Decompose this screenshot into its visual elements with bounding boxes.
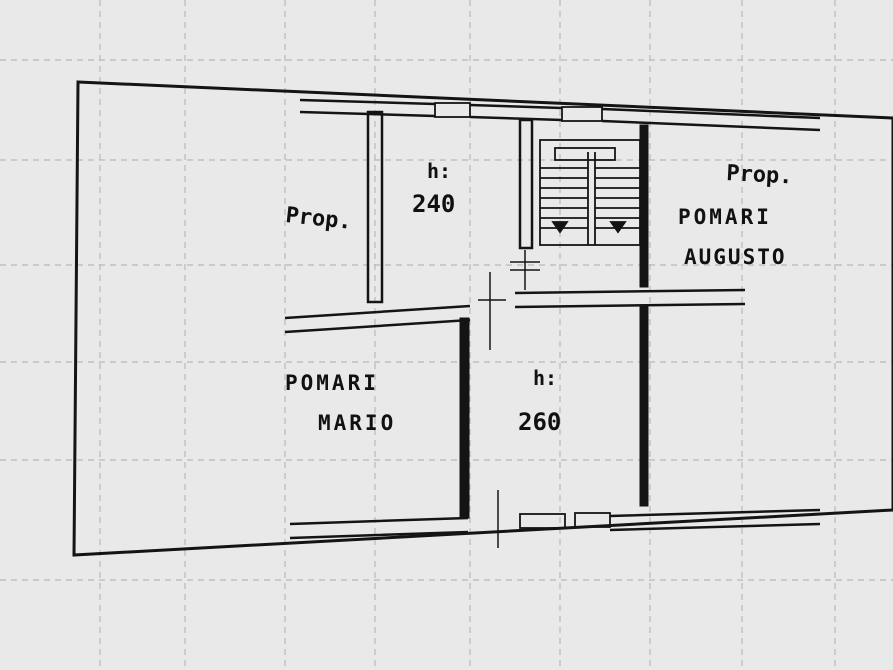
building-outline bbox=[72, 80, 893, 557]
bottom-wall bbox=[289, 490, 821, 548]
middle-wall bbox=[284, 272, 746, 350]
top-wall bbox=[299, 98, 821, 132]
owner-right-line2: AUGUSTO bbox=[684, 245, 787, 269]
owner-left-line1: POMARI bbox=[285, 371, 379, 395]
height-label-top: h: bbox=[427, 159, 451, 183]
interior-walls bbox=[366, 110, 649, 519]
prop-label-left: Prop. bbox=[284, 203, 352, 235]
height-value-top: 240 bbox=[412, 190, 455, 218]
stair-landing bbox=[510, 250, 540, 290]
owner-right-line1: POMARI bbox=[678, 205, 772, 229]
owner-left-line2: MARIO bbox=[318, 411, 396, 435]
height-value-bottom: 260 bbox=[518, 408, 561, 436]
prop-label-right: Prop. bbox=[726, 161, 793, 189]
staircase bbox=[539, 139, 641, 246]
height-label-bottom: h: bbox=[533, 366, 557, 390]
